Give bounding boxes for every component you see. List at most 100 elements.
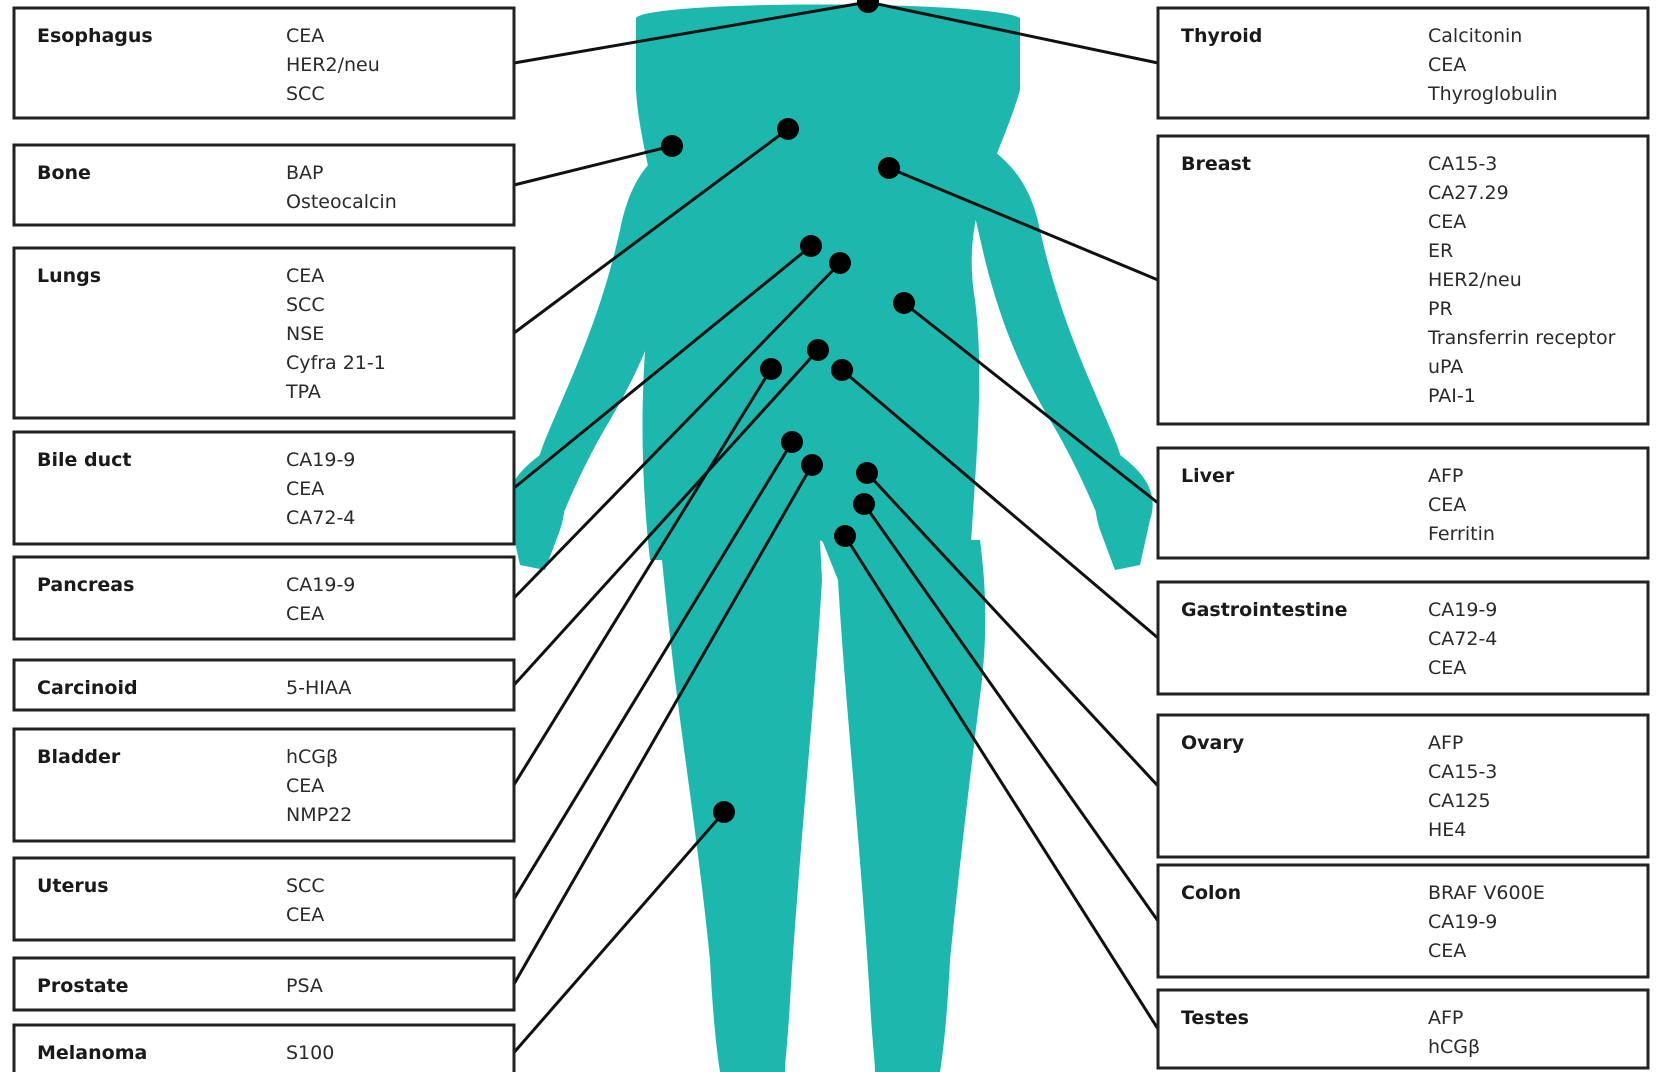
organ-dot-carcinoid xyxy=(807,339,829,361)
marker-label: AFP xyxy=(1428,1007,1463,1029)
marker-label: Cyfra 21-1 xyxy=(286,352,386,374)
organ-title: Bile duct xyxy=(37,449,131,471)
marker-label: CA19-9 xyxy=(286,574,355,596)
organ-title: Breast xyxy=(1181,153,1251,175)
organ-title: Bladder xyxy=(37,746,121,768)
marker-label: ER xyxy=(1428,240,1453,262)
organ-title: Esophagus xyxy=(37,25,153,47)
organ-dot-testes xyxy=(834,525,856,547)
organ-box-bile-duct: Bile duct CA19-9CEA CA72-4 xyxy=(14,432,514,544)
organ-title: Prostate xyxy=(37,975,129,997)
organ-dot-colon xyxy=(853,493,875,515)
organ-title: Colon xyxy=(1181,882,1241,904)
marker-label: CEA xyxy=(286,603,324,625)
right-leg-shape xyxy=(822,540,985,1072)
marker-label: hCGβ xyxy=(1428,1036,1480,1058)
marker-label: CEA xyxy=(1428,940,1466,962)
marker-label: CA15-3 xyxy=(1428,761,1497,783)
marker-label: uPA xyxy=(1428,356,1463,378)
organ-dot-ovary xyxy=(856,462,878,484)
marker-label: CEA xyxy=(286,478,324,500)
organ-title: Carcinoid xyxy=(37,677,138,699)
marker-label: HER2/neu xyxy=(286,54,380,76)
marker-label: BAP xyxy=(286,162,324,184)
organ-title: Gastrointestine xyxy=(1181,599,1348,621)
organ-box-bone: Bone BAP Osteocalcin xyxy=(14,145,514,225)
organ-dot-breast xyxy=(878,157,900,179)
organ-dot-liver xyxy=(893,292,915,314)
torso-shape xyxy=(636,5,1020,561)
marker-label: 5-HIAA xyxy=(286,677,351,699)
organ-dot-melanoma xyxy=(713,801,735,823)
marker-label: Transferrin receptor xyxy=(1427,327,1616,349)
marker-label: CA27.29 xyxy=(1428,182,1509,204)
organ-dot-bone xyxy=(661,135,683,157)
marker-label: CA19-9 xyxy=(286,449,355,471)
marker-label: PSA xyxy=(286,975,323,997)
marker-label: AFP xyxy=(1428,732,1463,754)
organ-title: Ovary xyxy=(1181,732,1245,754)
organ-box-frame xyxy=(14,858,514,940)
marker-label: Calcitonin xyxy=(1428,25,1522,47)
marker-label: NMP22 xyxy=(286,804,352,826)
marker-label: CEA xyxy=(286,25,324,47)
organ-dot-bladder xyxy=(760,358,782,380)
marker-label: hCGβ xyxy=(286,746,338,768)
marker-label: SCC xyxy=(286,83,325,105)
marker-label: TPA xyxy=(285,381,321,403)
right-hand-shape xyxy=(1095,455,1152,570)
organ-box-testes: Testes AFP hCGβ xyxy=(1158,990,1648,1068)
marker-label: NSE xyxy=(286,323,324,345)
organ-title: Liver xyxy=(1181,465,1235,487)
organ-dot-gastrointestine xyxy=(831,359,853,381)
marker-label: PR xyxy=(1428,298,1453,320)
marker-label: SCC xyxy=(286,875,325,897)
marker-label: CA19-9 xyxy=(1428,911,1497,933)
marker-label: SCC xyxy=(286,294,325,316)
marker-label: HE4 xyxy=(1428,819,1466,841)
marker-label: CEA xyxy=(286,775,324,797)
organ-title: Uterus xyxy=(37,875,109,897)
organ-dot-uterus xyxy=(781,431,803,453)
organ-title: Thyroid xyxy=(1181,25,1262,47)
marker-label: CA72-4 xyxy=(1428,628,1497,650)
marker-label: CA19-9 xyxy=(1428,599,1497,621)
marker-label: CEA xyxy=(1428,54,1466,76)
organ-dot-bile-duct xyxy=(800,235,822,257)
marker-label: Ferritin xyxy=(1428,523,1495,545)
organ-box-thyroid: Thyroid CalcitoninCEA Thyroglobulin xyxy=(1158,8,1648,118)
organ-title: Melanoma xyxy=(37,1042,147,1064)
marker-label: CA125 xyxy=(1428,790,1491,812)
organ-title: Lungs xyxy=(37,265,101,287)
marker-label: BRAF V600E xyxy=(1428,882,1545,904)
organ-dot-prostate xyxy=(801,454,823,476)
organ-box-frame xyxy=(14,557,514,639)
marker-label: CEA xyxy=(1428,494,1466,516)
organ-box-carcinoid: Carcinoid 5-HIAA xyxy=(14,660,514,710)
marker-label: HER2/neu xyxy=(1428,269,1522,291)
marker-label: CEA xyxy=(286,265,324,287)
organ-title: Pancreas xyxy=(37,574,134,596)
organ-box-uterus: Uterus SCC CEA xyxy=(14,858,514,940)
marker-label: Osteocalcin xyxy=(286,191,397,213)
organ-title: Testes xyxy=(1181,1007,1249,1029)
organ-dot-lungs xyxy=(777,118,799,140)
organ-title: Bone xyxy=(37,162,91,184)
marker-label: CEA xyxy=(286,904,324,926)
marker-label: Thyroglobulin xyxy=(1427,83,1558,105)
organ-dot-pancreas xyxy=(829,252,851,274)
marker-label: PAI-1 xyxy=(1428,385,1476,407)
marker-label: CA72-4 xyxy=(286,507,355,529)
marker-label: CA15-3 xyxy=(1428,153,1497,175)
